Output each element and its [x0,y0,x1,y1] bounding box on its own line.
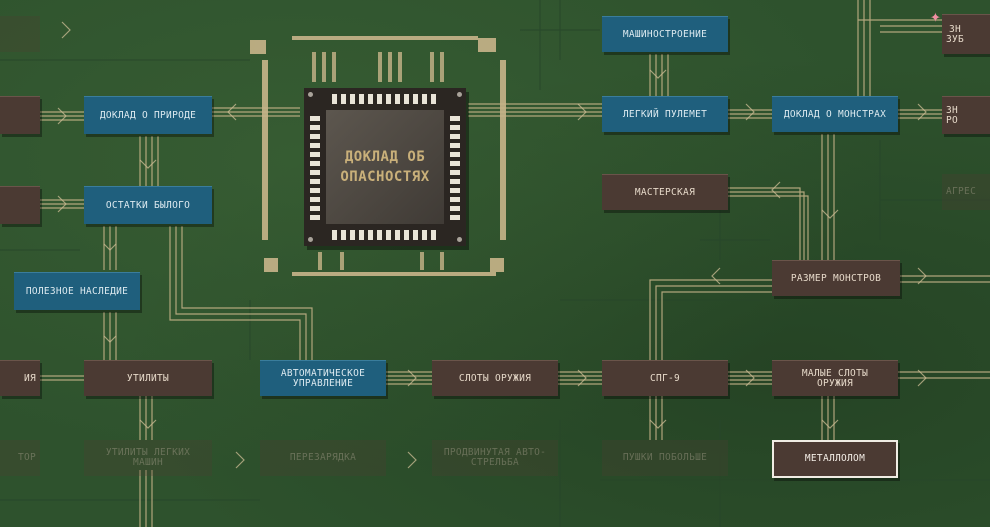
chip-pin [310,179,320,184]
chip-pin [310,206,320,211]
chip-pin [450,125,460,130]
chip-pin [422,94,427,104]
chip-pin [377,230,382,240]
chip-pin [413,230,418,240]
chip-pin [310,170,320,175]
chip-pin [395,230,400,240]
chip-pin [431,94,436,104]
node-left-row2-partial[interactable] [0,186,40,224]
chip-pin [450,161,460,166]
chip-pin [450,179,460,184]
node-advanced-autofire[interactable]: ПРОДВИНУТАЯ АВТО- СТРЕЛЬБА [432,440,558,476]
chip-pin [450,152,460,157]
chip-pin [450,188,460,193]
chip-pin [386,230,391,240]
chip-title: ДОКЛАД ОБ ОПАСНОСТЯХ [340,149,430,185]
chip-pin [450,215,460,220]
node-left-row1-partial[interactable] [0,96,40,134]
chip-pin [404,94,409,104]
chip-pin [310,188,320,193]
chip-pin [431,230,436,240]
chip-pin [350,94,355,104]
chip-screw [457,237,462,242]
chip-pin [359,230,364,240]
chip-pin [310,143,320,148]
chip-pin [450,134,460,139]
node-remnants-of-past[interactable]: ОСТАТКИ БЫЛОГО [84,186,212,224]
node-utilities[interactable]: УТИЛИТЫ [84,360,212,396]
node-automatic-control[interactable]: АВТОМАТИЧЕСКОЕ УПРАВЛЕНИЕ [260,360,386,396]
chip-pin [386,94,391,104]
chip-pin [341,94,346,104]
chip-pin [450,116,460,121]
chip-pin [332,230,337,240]
node-left-row5-partial[interactable]: ИЯ [0,360,40,396]
node-spg-9[interactable]: СПГ-9 [602,360,728,396]
node-reload[interactable]: ПЕРЕЗАРЯДКА [260,440,386,476]
node-right-teeth-partial[interactable]: ЗН ЗУБ [942,14,990,54]
node-mechanical-engineering[interactable]: МАШИНОСТРОЕНИЕ [602,16,728,52]
chip-pin [450,206,460,211]
chip-pin [404,230,409,240]
node-monster-size[interactable]: РАЗМЕР МОНСТРОВ [772,260,900,296]
node-bigger-guns[interactable]: ПУШКИ ПОБОЛЬШЕ [602,440,728,476]
chip-pin [332,94,337,104]
node-useful-legacy[interactable]: ПОЛЕЗНОЕ НАСЛЕДИЕ [14,272,140,310]
node-scrap-metal[interactable]: МЕТАЛЛОЛОМ [772,440,898,478]
node-left-row6-partial[interactable]: ТОР [0,440,40,476]
node-left-top-partial[interactable] [0,16,40,52]
node-workshop[interactable]: МАСТЕРСКАЯ [602,174,728,210]
chip-pin [310,125,320,130]
node-small-weapon-slots[interactable]: МАЛЫЕ СЛОТЫ ОРУЖИЯ [772,360,898,396]
chip-pin [450,170,460,175]
chip-pin [310,134,320,139]
node-weapon-slots[interactable]: СЛОТЫ ОРУЖИЯ [432,360,558,396]
chip-pin [368,230,373,240]
chip-screw [308,237,313,242]
chip-pin [368,94,373,104]
chip-pin [450,143,460,148]
node-nature-report[interactable]: ДОКЛАД О ПРИРОДЕ [84,96,212,134]
node-right-agres-partial[interactable]: АГРЕС [942,174,990,210]
chip-pin [413,94,418,104]
sparkle-icon: ✦ [930,6,941,27]
chip-pin [450,197,460,202]
chip-screw [308,92,313,97]
chip-screw [457,92,462,97]
chip-pin [422,230,427,240]
chip-pin [359,94,364,104]
chip-core: ДОКЛАД ОБ ОПАСНОСТЯХ [324,108,446,226]
chip-pin [350,230,355,240]
chip-pin [395,94,400,104]
node-light-machine-gun[interactable]: ЛЕГКИЙ ПУЛЕМЕТ [602,96,728,132]
hazard-report-chip[interactable]: ДОКЛАД ОБ ОПАСНОСТЯХ [304,88,466,246]
chip-pin [310,161,320,166]
chip-pin [310,152,320,157]
chip-pin [310,116,320,121]
chip-pin [341,230,346,240]
chip-pin [310,197,320,202]
node-light-vehicle-utilities[interactable]: УТИЛИТЫ ЛЕГКИХ МАШИН [84,440,212,476]
chip-pin [377,94,382,104]
node-monster-report[interactable]: ДОКЛАД О МОНСТРАХ [772,96,898,132]
node-right-ro-partial[interactable]: ЗН РО [942,96,990,134]
chip-pin [310,215,320,220]
